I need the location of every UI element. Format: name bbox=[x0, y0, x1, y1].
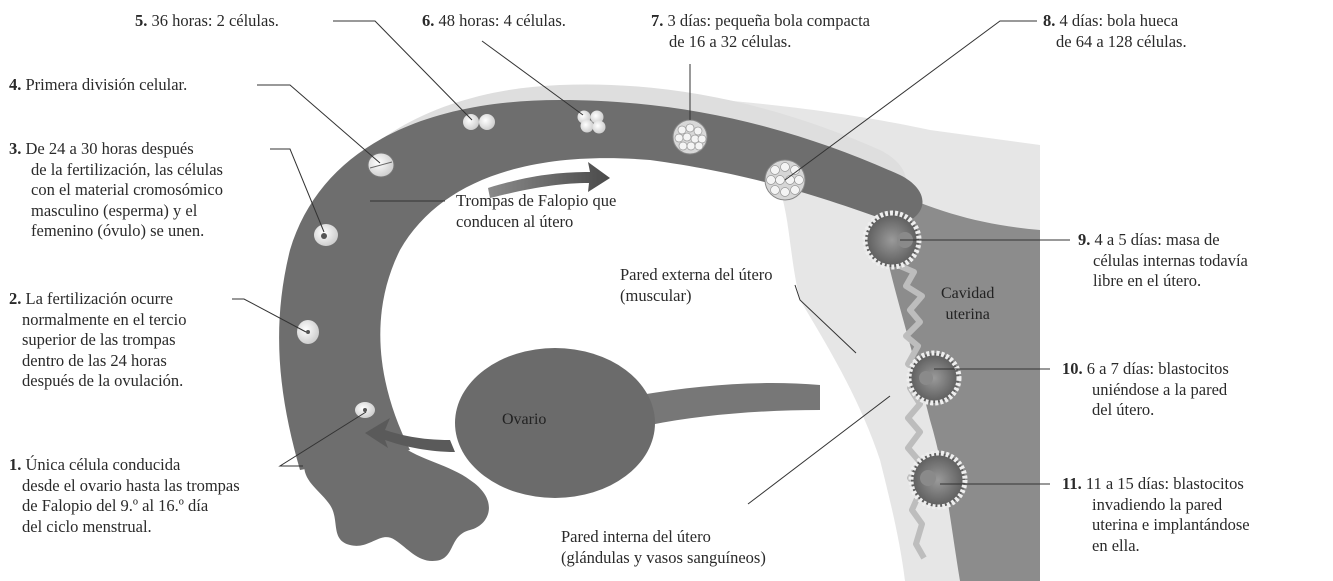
inner-wall-line-2: (glándulas y vasos sanguíneos) bbox=[561, 547, 766, 567]
ovulation-arrow bbox=[365, 418, 455, 452]
stage-9-label: 9. 4 a 5 días: masa de células internas … bbox=[1078, 230, 1248, 292]
fallopian-tube-line-1: Trompas de Falopio que bbox=[456, 191, 617, 210]
cell-stage-4 bbox=[367, 152, 395, 178]
cell-stage-2 bbox=[297, 320, 319, 344]
cell-stage-7-morula bbox=[672, 119, 708, 155]
stage-3-line-2: de la fertilización, las células bbox=[31, 159, 223, 179]
stage-8-line-1: 4 días: bola hueca bbox=[1059, 11, 1179, 30]
stage-10-line-2: uniéndose a la pared bbox=[1092, 379, 1228, 399]
fallopian-tube-lumen bbox=[279, 100, 923, 470]
stage-10-line-3: del útero. bbox=[1092, 400, 1155, 419]
inner-wall-label: Pared interna del útero (glándulas y vas… bbox=[561, 527, 766, 568]
stage-2-line-2: normalmente en el tercio bbox=[22, 309, 187, 329]
ovary-label: Ovario bbox=[502, 411, 547, 428]
stage-11-number: 11. bbox=[1062, 474, 1082, 493]
stage-1-line-4: del ciclo menstrual. bbox=[22, 516, 152, 536]
stage-7-line-2: de 16 a 32 células. bbox=[669, 31, 792, 51]
cell-stage-10-blastocyst bbox=[906, 350, 962, 406]
stage-3-label: 3. De 24 a 30 horas después de la fertil… bbox=[9, 139, 223, 242]
stage-2-line-5: después de la ovulación. bbox=[22, 371, 184, 390]
stage-2-line-4: dentro de las 24 horas bbox=[22, 350, 167, 370]
stage-2-line-3: superior de las trompas bbox=[22, 330, 176, 349]
leader-lines bbox=[232, 20, 1070, 505]
stage-6-label: 6. 48 horas: 4 células. bbox=[422, 11, 566, 32]
cell-stage-5 bbox=[463, 114, 495, 130]
stage-11-label: 11. 11 a 15 días: blastocitos invadiendo… bbox=[1062, 474, 1250, 556]
stage-11-line-2: invadiendo la pared bbox=[1092, 494, 1223, 514]
outer-wall-line-2: (muscular) bbox=[620, 285, 692, 305]
stage-10-label: 10. 6 a 7 días: blastocitos uniéndose a … bbox=[1062, 359, 1229, 421]
stage-7-label: 7. 3 días: pequeña bola compacta de 16 a… bbox=[651, 11, 870, 52]
leader-stage-2 bbox=[232, 298, 307, 333]
stage-3-line-5: femenino (óvulo) se unen. bbox=[31, 221, 205, 240]
cell-stage-3 bbox=[314, 224, 338, 246]
stage-8-line-2: de 64 a 128 células. bbox=[1056, 31, 1187, 51]
stage-9-line-3: libre en el útero. bbox=[1093, 271, 1202, 290]
stage-11-line-4: en ella. bbox=[1092, 535, 1140, 555]
stage-9-line-1: 4 a 5 días: masa de bbox=[1094, 230, 1220, 249]
leader-stage-6 bbox=[481, 40, 584, 116]
stage-5-line-1: 36 horas: 2 células. bbox=[151, 11, 279, 30]
stage-7-line-1: 3 días: pequeña bola compacta bbox=[667, 11, 871, 30]
stage-3-line-4: masculino (esperma) y el bbox=[31, 200, 198, 220]
leader-inner-wall bbox=[747, 395, 891, 505]
stage-1-number: 1. bbox=[9, 455, 22, 474]
ovary bbox=[455, 348, 655, 498]
fallopian-tube-line-2: conducen al útero bbox=[456, 211, 574, 231]
stage-4-number: 4. bbox=[9, 75, 22, 94]
cell-stage-6 bbox=[577, 110, 606, 134]
stage-4-label: 4. Primera división celular. bbox=[9, 75, 187, 96]
stage-8-number: 8. bbox=[1043, 11, 1056, 30]
fallopian-tube-label: Trompas de Falopio que conducen al útero bbox=[456, 191, 616, 232]
stage-6-line-1: 48 horas: 4 células. bbox=[438, 11, 566, 30]
stage-10-number: 10. bbox=[1062, 359, 1083, 378]
stage-1-label: 1. Única célula conducida desde el ovari… bbox=[9, 455, 240, 537]
uterine-cavity bbox=[880, 185, 1040, 581]
cavity-line-2: uterina bbox=[945, 305, 990, 323]
stage-2-number: 2. bbox=[9, 289, 22, 308]
stage-6-number: 6. bbox=[422, 11, 435, 30]
cell-stage-11-blastocyst bbox=[908, 450, 968, 510]
leader-stage-1 bbox=[278, 411, 367, 467]
stage-5-number: 5. bbox=[135, 11, 148, 30]
stage-2-label: 2. La fertilización ocurre normalmente e… bbox=[9, 289, 186, 392]
stage-3-line-3: con el material cromosómico bbox=[31, 180, 223, 199]
leader-stage-4 bbox=[257, 84, 381, 164]
stage-10-line-1: 6 a 7 días: blastocitos bbox=[1086, 359, 1229, 378]
tube-direction-arrow bbox=[488, 162, 610, 198]
cell-stage-1 bbox=[355, 402, 375, 418]
inner-wall-line-1: Pared interna del útero bbox=[561, 527, 711, 546]
stage-7-number: 7. bbox=[651, 11, 664, 30]
leader-stage-3 bbox=[270, 148, 325, 233]
stage-9-number: 9. bbox=[1078, 230, 1091, 249]
outer-wall-label: Pared externa del útero (muscular) bbox=[620, 265, 773, 306]
cavity-line-1: Cavidad bbox=[941, 285, 995, 302]
ovarian-ligament bbox=[640, 383, 820, 425]
stage-1-line-3: de Falopio del 9.º al 16.º día bbox=[22, 496, 209, 515]
leader-stage-8 bbox=[784, 20, 1037, 181]
outer-wall-line-1: Pared externa del útero bbox=[620, 265, 773, 284]
stage-1-line-2: desde el ovario hasta las trompas bbox=[22, 475, 240, 495]
stage-3-number: 3. bbox=[9, 139, 22, 158]
stage-2-line-1: La fertilización ocurre bbox=[25, 289, 174, 308]
stage-11-line-1: 11 a 15 días: blastocitos bbox=[1085, 474, 1244, 493]
stage-8-label: 8. 4 días: bola hueca de 64 a 128 célula… bbox=[1043, 11, 1187, 52]
stage-1-line-1: Única célula conducida bbox=[25, 455, 181, 474]
stage-9-line-2: células internas todavía bbox=[1093, 250, 1248, 270]
stage-3-line-1: De 24 a 30 horas después bbox=[25, 139, 194, 158]
fimbriae bbox=[304, 437, 489, 561]
uterine-cavity-label: Cavidad uterina bbox=[941, 284, 994, 325]
stage-5-label: 5. 36 horas: 2 células. bbox=[135, 11, 279, 32]
stage-4-line-1: Primera división celular. bbox=[25, 75, 188, 94]
leader-outer-wall bbox=[794, 284, 857, 354]
stage-11-line-3: uterina e implantándose bbox=[1092, 515, 1250, 534]
leader-stage-5 bbox=[333, 20, 473, 121]
